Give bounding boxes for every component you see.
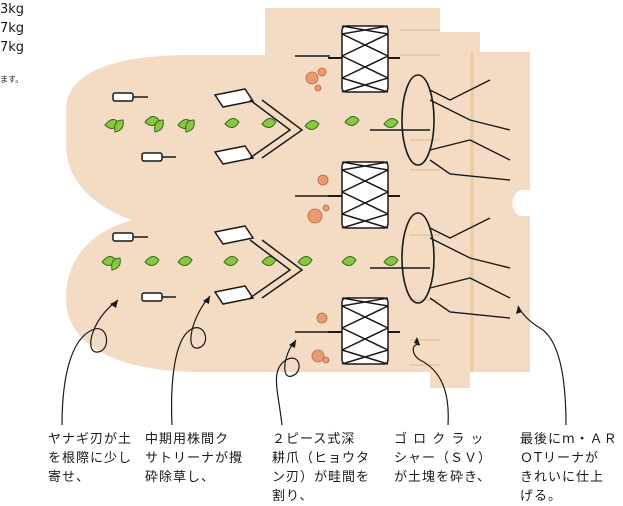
soil-notch bbox=[512, 190, 530, 216]
roller-top bbox=[341, 25, 389, 93]
callout-deep-tine: ２ピース式深 耕爪（ヒョウタ ン刃）が畦間を 割り、 bbox=[272, 432, 371, 504]
finishing-rings bbox=[401, 74, 435, 304]
roller-bottom bbox=[341, 297, 389, 365]
callout-goro-crusher: ゴ ロ ク ラ ッ シャー（ＳＶ） が土塊を砕き、 bbox=[394, 432, 493, 485]
callout-arrows bbox=[61, 295, 567, 426]
spec-line-3: 7kg bbox=[0, 40, 25, 55]
spec-line-1: 3kg bbox=[0, 2, 25, 17]
roller-middle bbox=[341, 161, 389, 229]
callout-arrowheads bbox=[110, 296, 522, 348]
weed-plants bbox=[101, 116, 399, 271]
callout-yanagi-blade: ヤナギ刃が土 を根際に少し 寄せ、 bbox=[48, 432, 133, 485]
soil-clods bbox=[305, 67, 330, 364]
yanagi-blades bbox=[112, 92, 176, 302]
spec-note: ます。 bbox=[0, 75, 24, 84]
furrow-lines bbox=[400, 29, 440, 366]
callout-arotriina: 最後にm・ＡＲ ＯTリーナが きれいに仕上 げる。 bbox=[520, 432, 618, 504]
roller-axles bbox=[328, 57, 400, 333]
deep-tines bbox=[249, 55, 330, 333]
kusatoriina-tools bbox=[213, 88, 255, 305]
soil-field bbox=[66, 8, 530, 388]
finishing-tines bbox=[370, 79, 511, 319]
callout-kusatoriina: 中期用株間ク サトリーナが攪 砕除草し、 bbox=[145, 432, 244, 485]
spec-line-2: 7kg bbox=[0, 21, 25, 36]
